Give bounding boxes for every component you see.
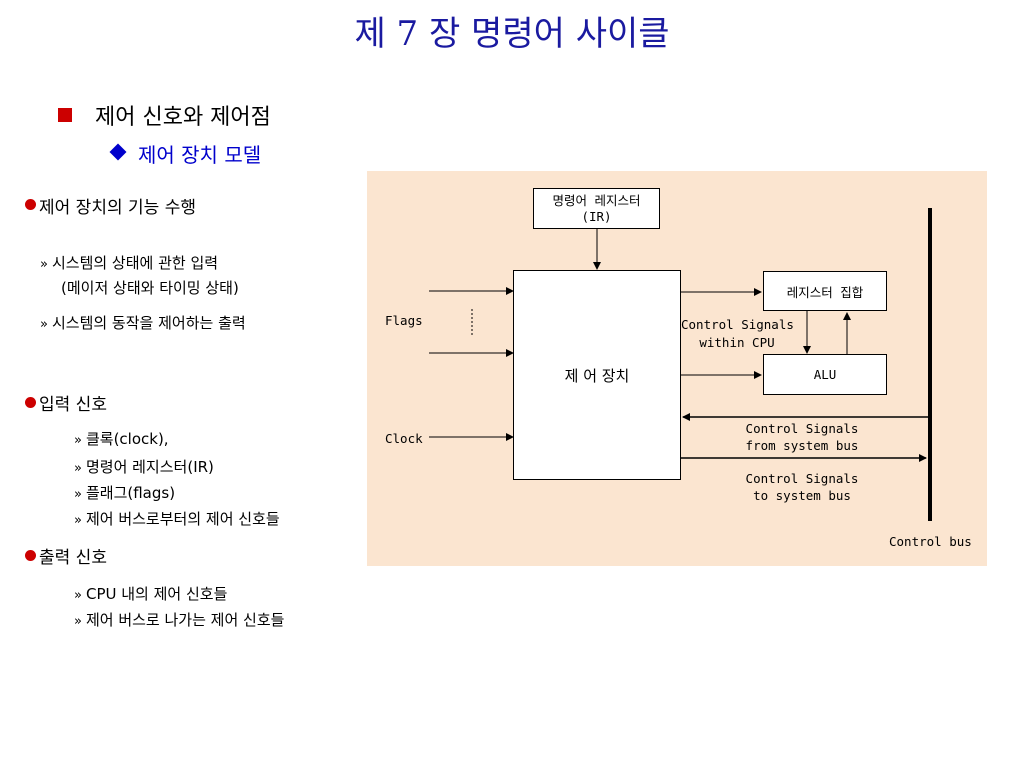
diagram-connectors (429, 208, 932, 521)
list-item: »제어 버스로부터의 제어 신호들 (74, 510, 280, 528)
list-item: »제어 버스로 나가는 제어 신호들 (74, 611, 285, 629)
register-set-box: 레지스터 집합 (763, 271, 887, 311)
control-unit-diagram: 명령어 레지스터(IR) 제 어 장치 레지스터 집합 ALU Flags Cl… (367, 171, 987, 566)
list-item: (메이저 상태와 타이밍 상태) (61, 279, 239, 297)
diamond-bullet-icon (109, 143, 127, 161)
control-bus-label: Control bus (889, 534, 972, 549)
section-heading: 제어 신호와 제어점 (95, 105, 271, 130)
bullet-heading-input: 입력 신호 (39, 395, 107, 415)
raquo-icon: » (74, 588, 82, 603)
bullet-heading-function: 제어 장치의 기능 수행 (39, 198, 196, 218)
raquo-icon: » (74, 487, 82, 502)
raquo-icon: » (74, 614, 82, 629)
square-bullet-icon (58, 108, 72, 122)
red-dot-icon (25, 550, 36, 561)
red-dot-icon (25, 199, 36, 210)
list-item: »시스템의 동작을 제어하는 출력 (40, 314, 246, 332)
raquo-icon: » (40, 257, 48, 272)
page-title: 제 7 장 명령어 사이클 (354, 14, 670, 54)
list-item: »CPU 내의 제어 신호들 (74, 585, 228, 603)
raquo-icon: » (74, 513, 82, 528)
list-item: »플래그(flags) (74, 484, 176, 502)
clock-label: Clock (385, 431, 423, 446)
raquo-icon: » (74, 461, 82, 476)
list-item: »시스템의 상태에 관한 입력 (40, 254, 219, 272)
list-item: »명령어 레지스터(IR) (74, 458, 214, 476)
red-dot-icon (25, 397, 36, 408)
raquo-icon: » (74, 433, 82, 448)
bullet-heading-output: 출력 신호 (39, 548, 107, 568)
control-unit-box: 제 어 장치 (513, 270, 681, 480)
flags-label: Flags (385, 313, 423, 328)
ir-box: 명령어 레지스터(IR) (533, 188, 660, 229)
alu-box: ALU (763, 354, 887, 395)
raquo-icon: » (40, 317, 48, 332)
list-item: »클록(clock), (74, 430, 169, 448)
subsection-heading: 제어 장치 모델 (138, 143, 262, 167)
